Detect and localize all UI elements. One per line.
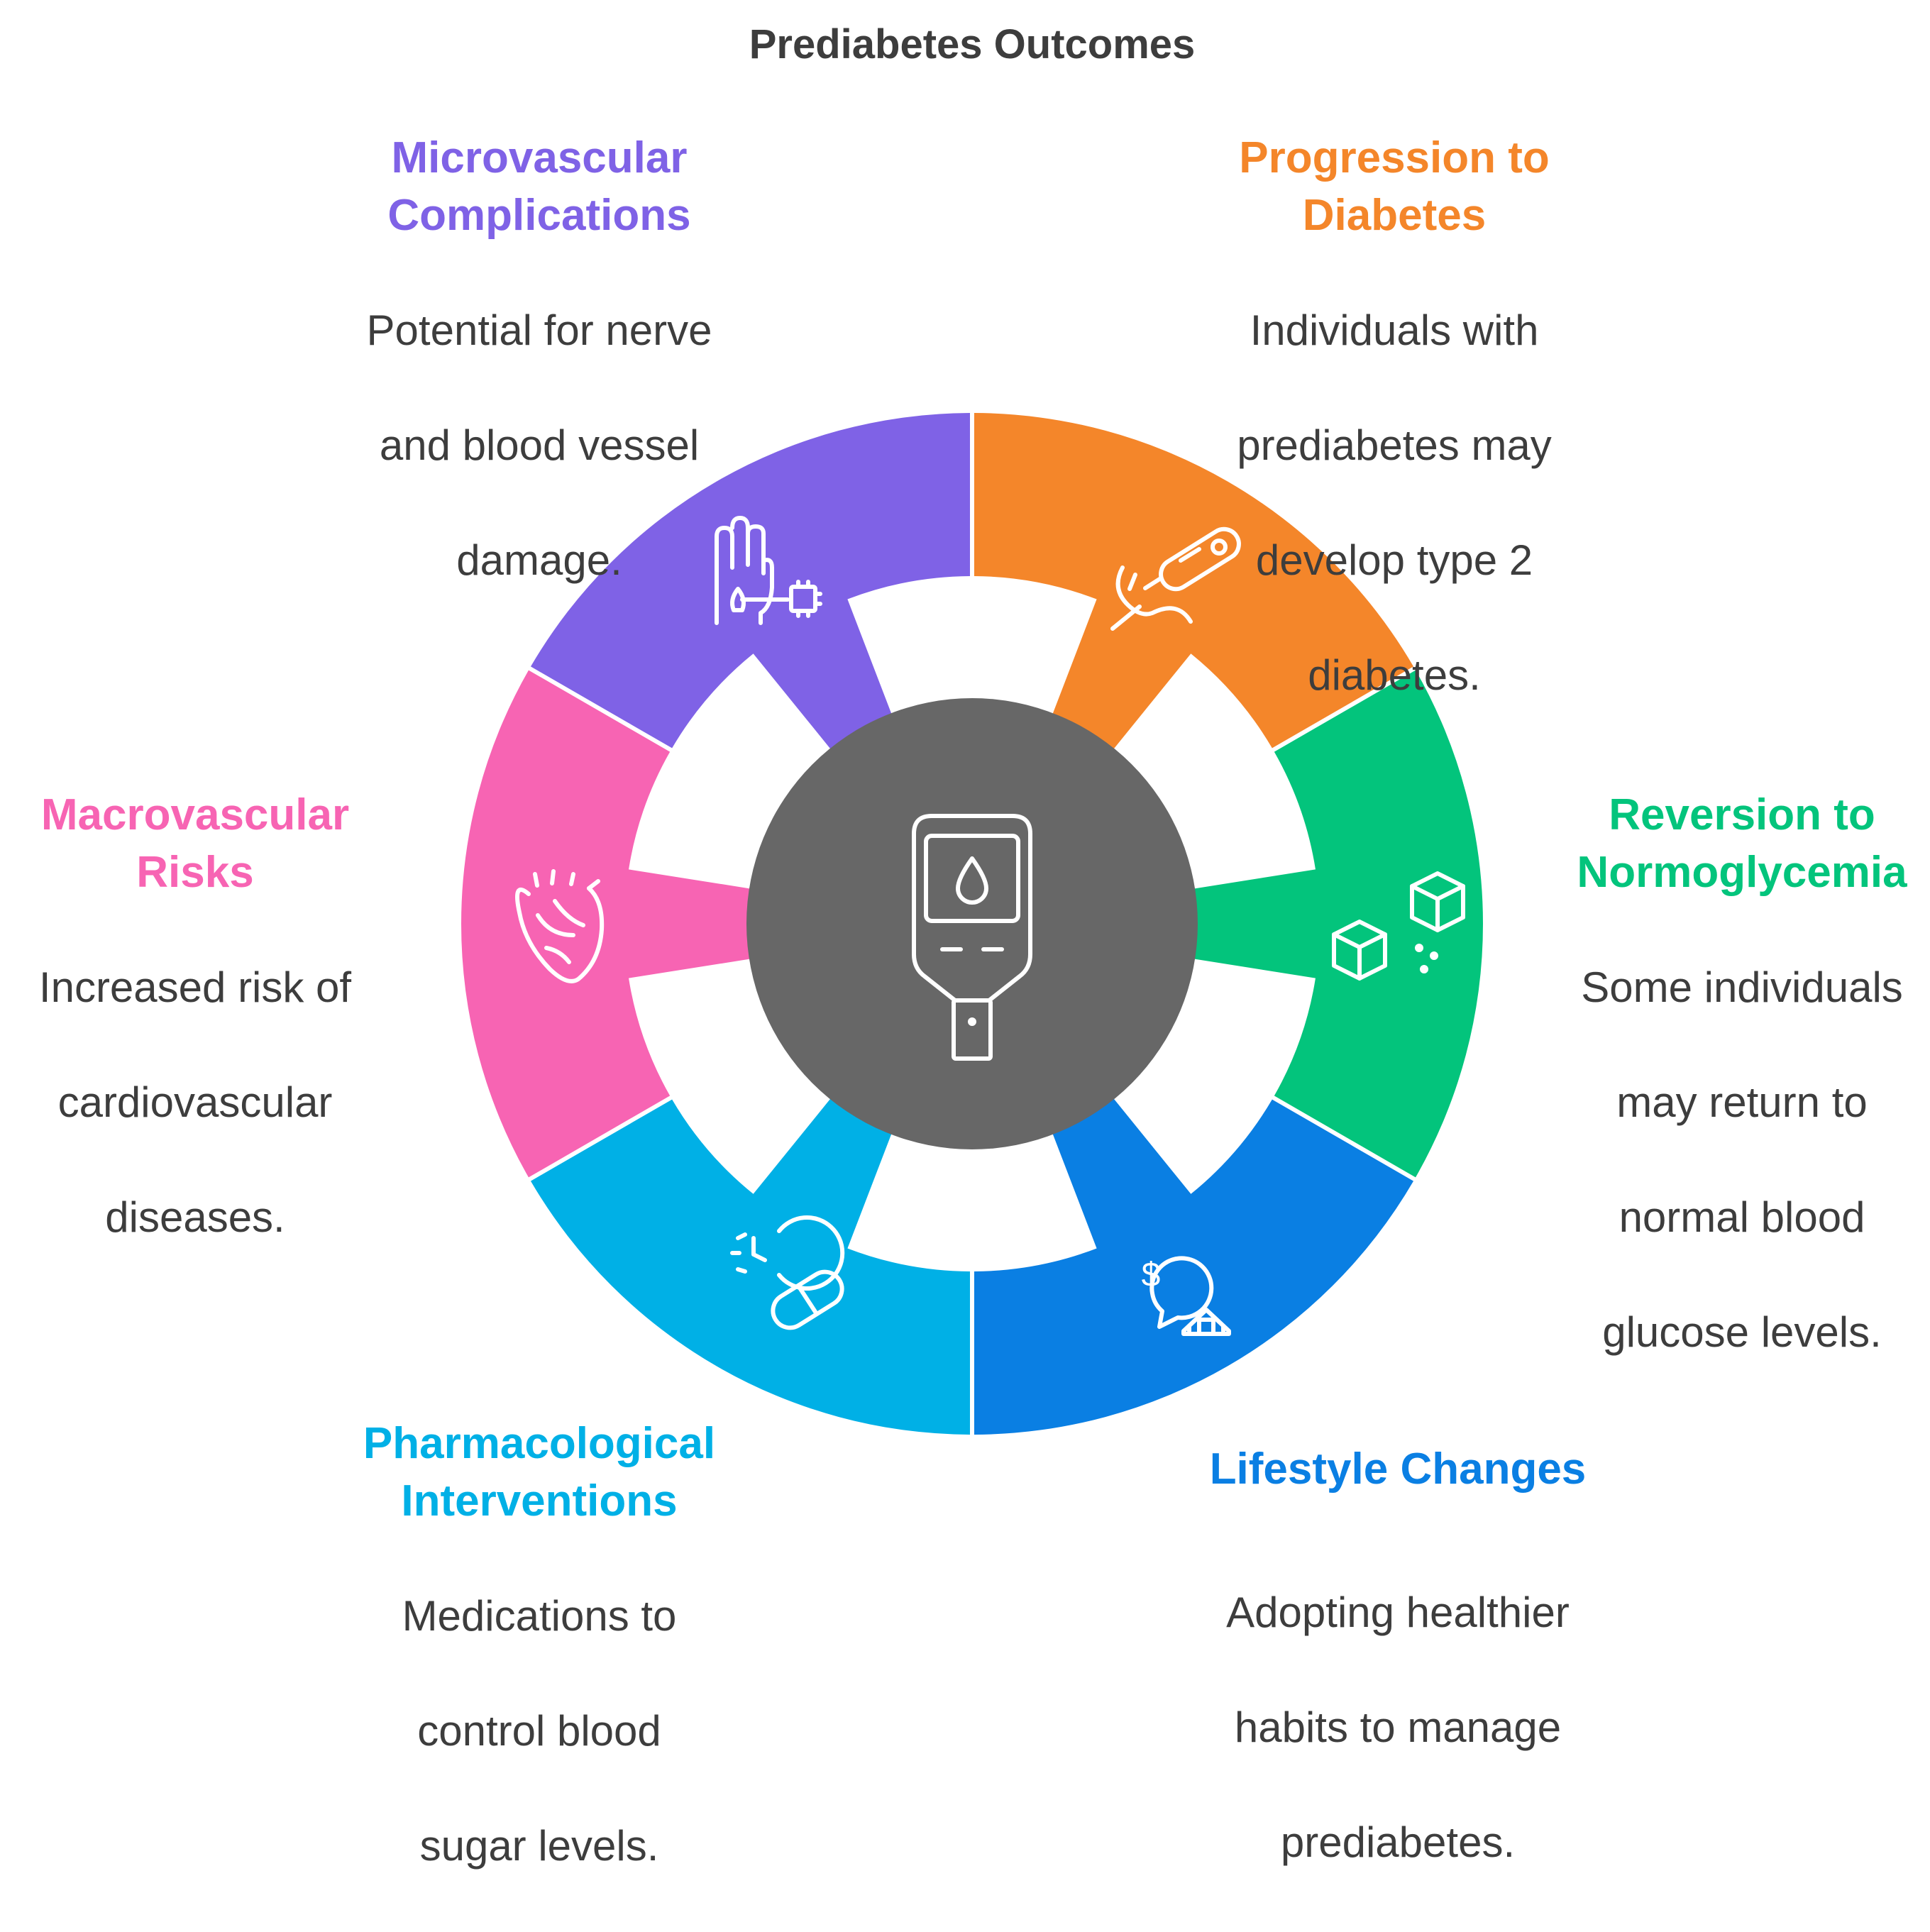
microvascular-text-block: Microvascular Complications Potential fo… [316, 129, 763, 646]
heading-line: Diabetes [1302, 191, 1487, 240]
lifestyle-heading: Lifestyle Changes [1178, 1440, 1618, 1498]
reversion-text-block: Reversion to Normoglycemia Some individu… [1533, 786, 1930, 1418]
description-line: damage. [456, 536, 622, 584]
description-line: develop type 2 [1255, 536, 1533, 584]
description-line: cardiovascular [57, 1078, 333, 1126]
segment-pharmacological [530, 1089, 970, 1435]
segment-reversion [1182, 670, 1483, 1178]
reversion-description: Some individuals may return to normal bl… [1533, 901, 1930, 1418]
description-line: Adopting healthier [1226, 1589, 1570, 1636]
description-line: sugar levels. [419, 1822, 659, 1870]
money-home-icon: $ [1142, 1256, 1231, 1336]
description-line: normal blood [1619, 1193, 1865, 1241]
heading-line: Microvascular [391, 133, 688, 182]
pharmacological-text-block: Pharmacological Interventions Medication… [323, 1415, 756, 1932]
description-line: Some individuals [1581, 964, 1903, 1011]
description-line: glucose levels. [1602, 1308, 1882, 1356]
description-line: Medications to [402, 1592, 677, 1640]
progression-text-block: Progression to Diabetes Individuals with… [1157, 129, 1632, 761]
description-line: Increased risk of [38, 964, 352, 1011]
reversion-heading: Reversion to Normoglycemia [1533, 786, 1930, 901]
hand-nerve-chip-icon [715, 516, 822, 625]
progression-description: Individuals with prediabetes may develop… [1157, 244, 1632, 761]
description-line: prediabetes may [1237, 421, 1552, 469]
heading-line: Reversion to [1609, 790, 1875, 839]
pharmacological-heading: Pharmacological Interventions [323, 1415, 756, 1530]
description-line: Individuals with [1250, 307, 1539, 354]
heading-line: Risks [136, 848, 254, 897]
segment-macrovascular [461, 670, 762, 1178]
microvascular-heading: Microvascular Complications [316, 129, 763, 244]
clock-pill-icon [730, 1215, 845, 1330]
lifestyle-description: Adopting healthier habits to manage pred… [1178, 1526, 1618, 1928]
lifestyle-text-block: Lifestyle Changes Adopting healthier hab… [1178, 1440, 1618, 1928]
pharmacological-description: Medications to control blood sugar level… [323, 1530, 756, 1932]
segment-progression [974, 413, 1414, 758]
heading-line: Lifestyle Changes [1209, 1445, 1587, 1494]
description-line: prediabetes. [1280, 1818, 1516, 1866]
description-line: Potential for nerve [366, 307, 712, 354]
description-line: may return to [1616, 1078, 1868, 1126]
microvascular-description: Potential for nerve and blood vessel dam… [316, 244, 763, 646]
heading-line: Progression to [1239, 133, 1550, 182]
heading-line: Pharmacological [363, 1419, 716, 1468]
macrovascular-description: Increased risk of cardiovascular disease… [7, 901, 383, 1303]
glucose-test-strip-icon [1110, 526, 1241, 631]
diagram-title: Prediabetes Outcomes [749, 21, 1196, 67]
heading-line: Normoglycemia [1577, 848, 1907, 897]
description-line: control blood [417, 1707, 661, 1755]
sugar-cubes-icon [1332, 871, 1465, 981]
svg-text:$: $ [1142, 1257, 1161, 1294]
macrovascular-heading: Macrovascular Risks [7, 786, 383, 901]
segment-microvascular [530, 413, 970, 758]
prediabetes-outcomes-diagram: Prediabetes Outcomes $ [461, 21, 1483, 1435]
heading-line: Interventions [401, 1476, 678, 1525]
progression-heading: Progression to Diabetes [1157, 129, 1632, 244]
description-line: and blood vessel [379, 421, 700, 469]
glucose-meter-icon [912, 814, 1032, 1061]
heading-line: Complications [387, 191, 691, 240]
heart-organ-icon [515, 869, 605, 983]
description-line: habits to manage [1234, 1704, 1562, 1751]
description-line: diseases. [105, 1193, 285, 1241]
macrovascular-text-block: Macrovascular Risks Increased risk of ca… [7, 786, 383, 1303]
description-line: diabetes. [1308, 651, 1481, 699]
heading-line: Macrovascular [40, 790, 350, 839]
center-hub [746, 698, 1198, 1149]
